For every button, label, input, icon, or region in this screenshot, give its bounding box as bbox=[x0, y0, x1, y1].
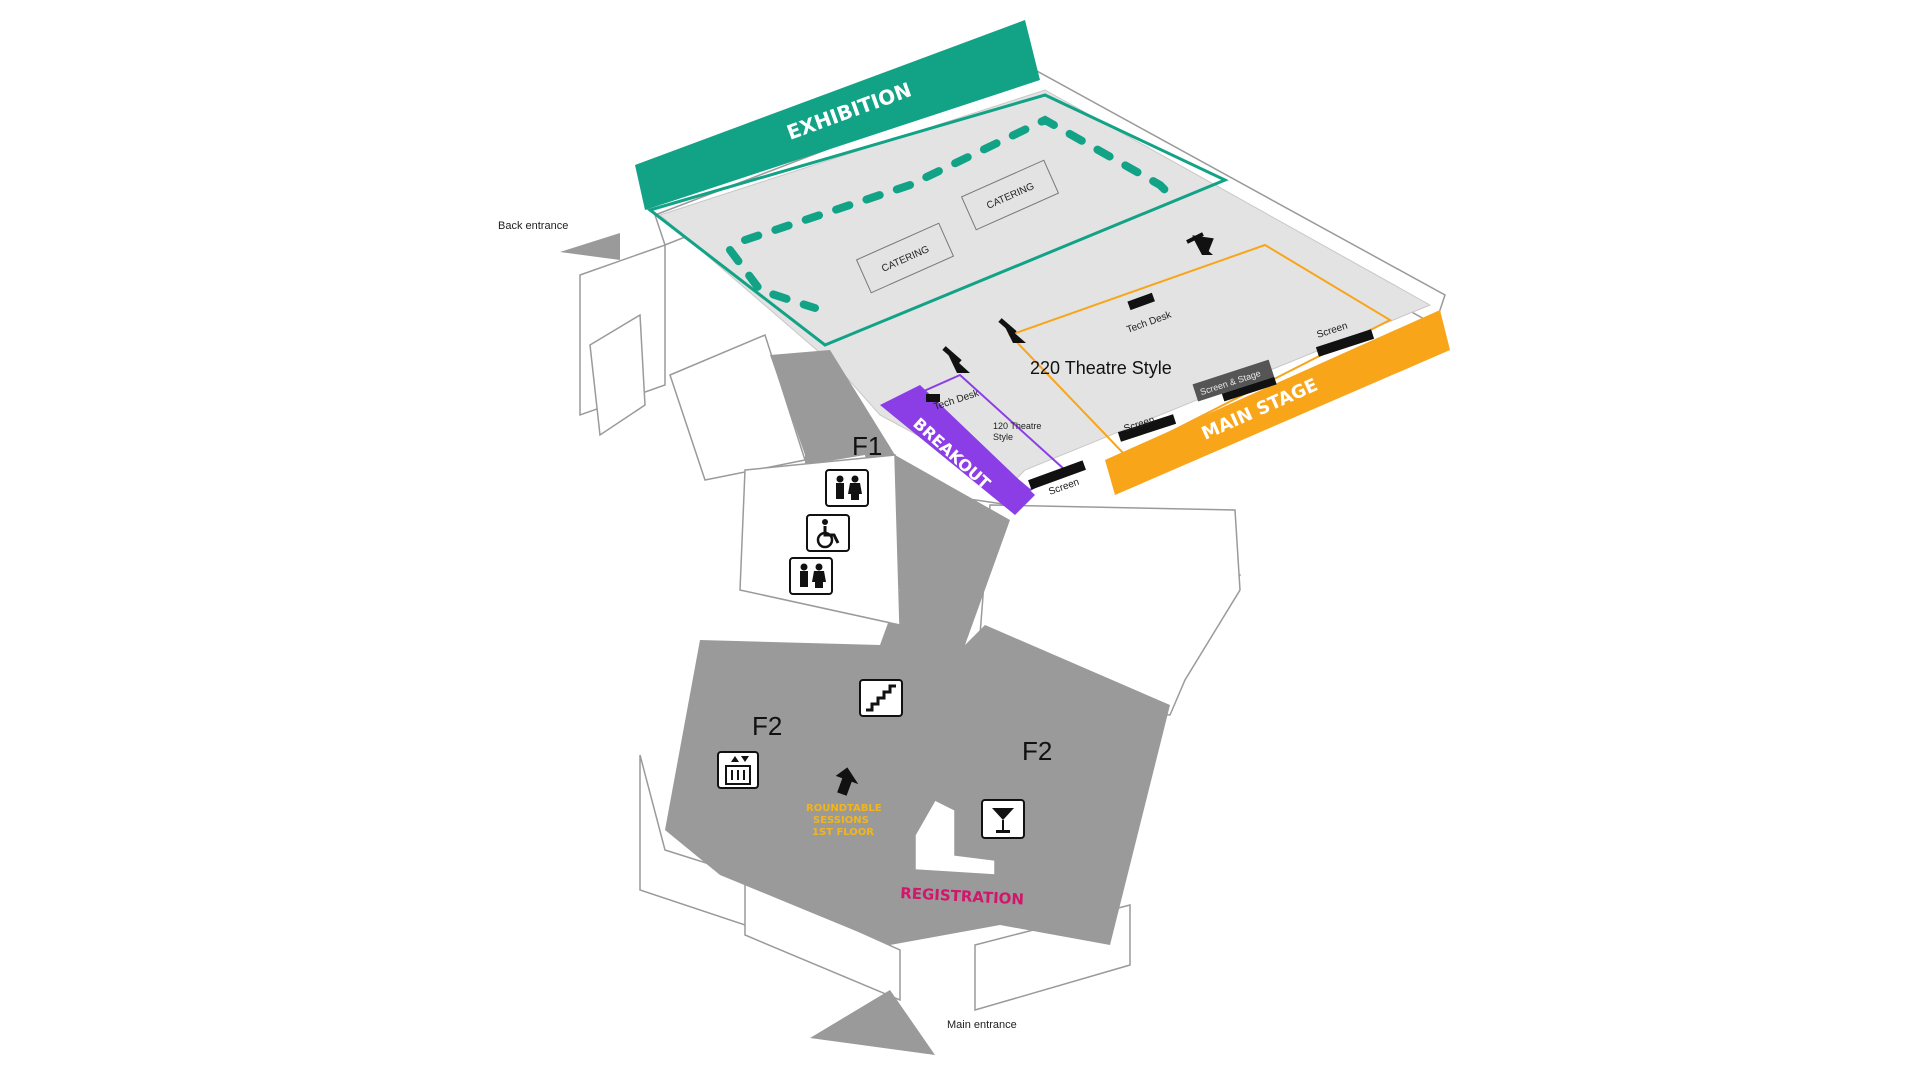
restroom-icon bbox=[825, 469, 869, 507]
registration-desk bbox=[914, 799, 996, 876]
main-entrance-triangle bbox=[810, 990, 935, 1055]
main-entrance-label: Main entrance bbox=[947, 1019, 1017, 1031]
theatre-breakout-label-2: Style bbox=[993, 432, 1013, 442]
bar-icon bbox=[981, 799, 1025, 839]
stairs-icon bbox=[859, 679, 903, 717]
floor-f2-left-label: F2 bbox=[752, 711, 782, 741]
corridor-floor bbox=[665, 350, 1170, 945]
roundtable-label-3: 1ST FLOOR bbox=[812, 827, 874, 838]
screen-main-right bbox=[1315, 329, 1375, 357]
floor-f2-right-label: F2 bbox=[1022, 736, 1052, 766]
exhibition-dashed-path bbox=[741, 115, 1169, 244]
back-entrance-label: Back entrance bbox=[498, 220, 568, 232]
wheelchair-icon bbox=[806, 514, 850, 552]
exhibition-outline bbox=[646, 93, 1229, 347]
tech-desk-breakout bbox=[926, 394, 940, 402]
exhibition-dashed-path-2 bbox=[726, 246, 819, 312]
roundtable-arrow-icon bbox=[835, 767, 859, 796]
tech-desk-main bbox=[1127, 292, 1155, 311]
roundtable-label-1: ROUNDTABLE bbox=[806, 803, 882, 814]
arrow-icon bbox=[942, 232, 1214, 373]
screen-breakout bbox=[1028, 460, 1086, 490]
lift-icon bbox=[717, 751, 759, 789]
back-entrance-triangle bbox=[560, 233, 620, 260]
main-stage-outline bbox=[1008, 243, 1393, 457]
roundtable-label-2: SESSIONS bbox=[813, 815, 869, 826]
theatre-main-label: 220 Theatre Style bbox=[1030, 358, 1172, 378]
floor-f1-label: F1 bbox=[852, 431, 882, 461]
screen-main-left bbox=[1117, 414, 1177, 442]
theatre-breakout-label-1: 120 Theatre bbox=[993, 421, 1041, 431]
restroom-icon bbox=[789, 557, 833, 595]
